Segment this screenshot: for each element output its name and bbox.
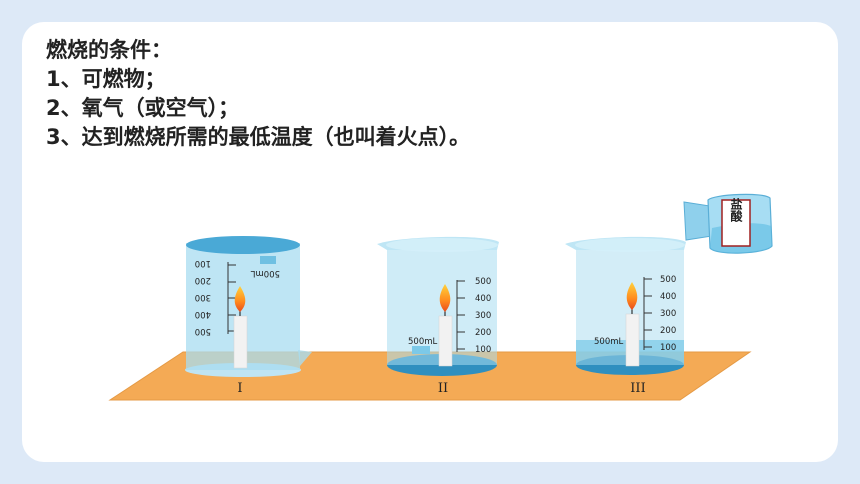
beaker-2-mark-500: 500: [475, 277, 491, 287]
beaker-1-mark-500: 500: [195, 326, 211, 336]
beaker-1-mark-200: 200: [195, 275, 211, 285]
beaker-2-mark-400: 400: [475, 294, 491, 304]
beaker-2: 500 400 300 200 100 500mL II: [377, 236, 499, 396]
beaker-1-mark-300: 300: [195, 292, 211, 302]
beaker-2-mark-100: 100: [475, 345, 491, 355]
beaker-3-volume-label: 500mL: [594, 337, 624, 347]
beaker-2-label: II: [438, 381, 448, 396]
condition-1: 1、可燃物；: [46, 67, 166, 91]
acid-bottle-label: 盐酸: [729, 197, 743, 223]
beaker-3: 500 400 300 200 100 500mL III: [565, 236, 686, 396]
condition-3: 3、达到燃烧所需的最低温度（也叫着火点）。: [46, 125, 471, 149]
beaker-1: 100 200 300 400 500 500mL I: [185, 236, 312, 396]
beaker-3-label: III: [630, 381, 645, 396]
beaker-1-volume-label: 500mL: [250, 268, 280, 278]
heading: 燃烧的条件：: [46, 38, 172, 62]
beaker-3-mark-500: 500: [660, 275, 676, 285]
beaker-3-mark-400: 400: [660, 292, 676, 302]
acid-bottle: 盐酸: [683, 193, 773, 254]
beaker-3-mark-200: 200: [660, 326, 676, 336]
beaker-2-mark-200: 200: [475, 328, 491, 338]
beaker-2-volume-label: 500mL: [408, 337, 438, 347]
beaker-2-mark-300: 300: [475, 311, 491, 321]
beaker-3-mark-100: 100: [660, 343, 676, 353]
beaker-1-label: I: [237, 381, 242, 396]
conditions-text: 燃烧的条件： 1、可燃物； 2、氧气（或空气）； 3、达到燃烧所需的最低温度（也…: [46, 36, 470, 152]
beaker-1-mark-400: 400: [195, 309, 211, 319]
condition-2: 2、氧气（或空气）；: [46, 96, 240, 120]
beaker-1-mark-100: 100: [195, 258, 211, 268]
beaker-3-mark-300: 300: [660, 309, 676, 319]
